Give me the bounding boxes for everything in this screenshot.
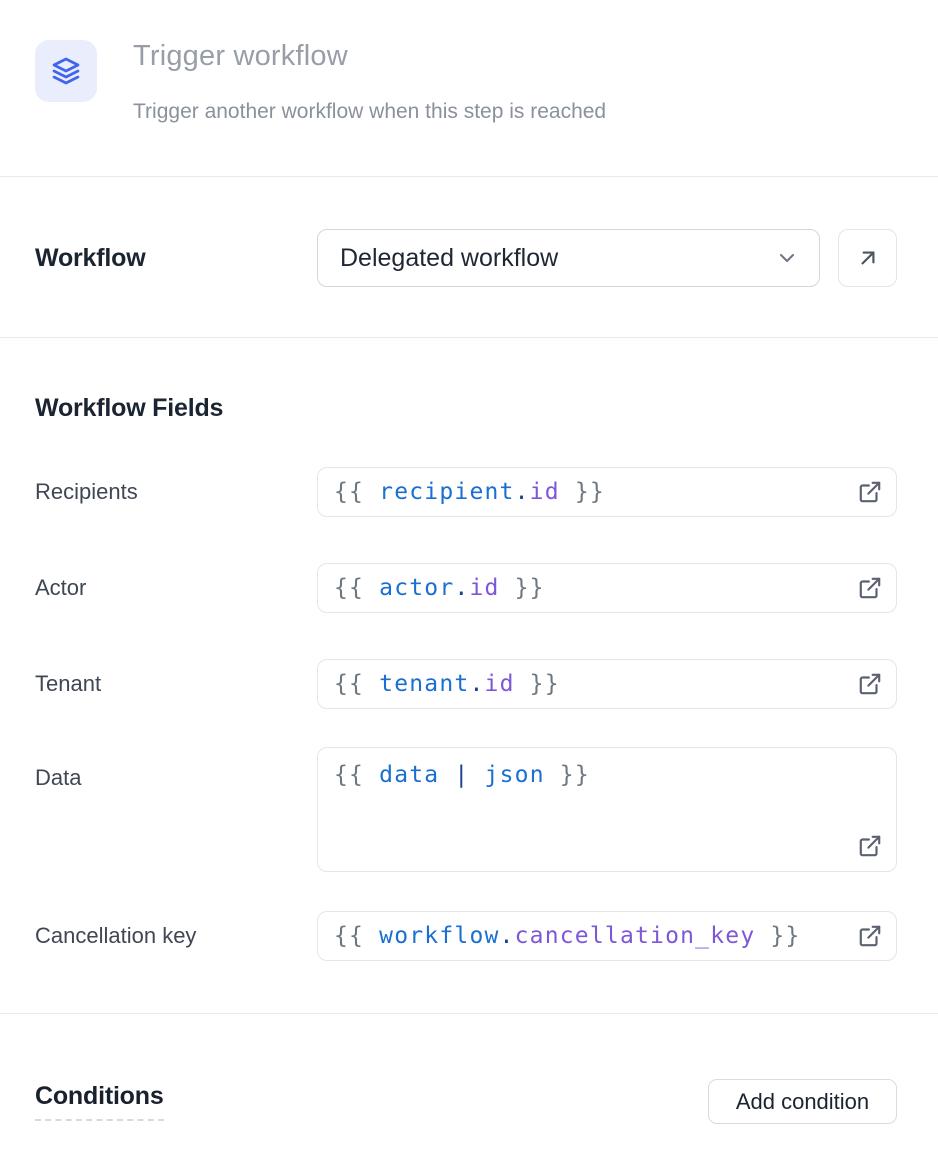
workflow-select-value: Delegated workflow	[340, 243, 559, 272]
conditions-heading: Conditions	[35, 1082, 164, 1121]
cancellation-key-field[interactable]: {{ workflow.cancellation_key }}	[317, 911, 897, 961]
add-condition-button[interactable]: Add condition	[708, 1079, 897, 1124]
workflow-select[interactable]: Delegated workflow	[317, 229, 820, 287]
field-code: {{ recipient.id }}	[334, 479, 605, 505]
external-link-icon[interactable]	[857, 833, 883, 859]
field-code: {{ data | json }}	[334, 762, 590, 788]
field-code: {{ tenant.id }}	[334, 671, 560, 697]
field-row-actor: Actor {{ actor.id }}	[0, 563, 938, 613]
field-label: Recipients	[35, 479, 138, 504]
field-code: {{ workflow.cancellation_key }}	[334, 923, 801, 949]
field-row-tenant: Tenant {{ tenant.id }}	[0, 659, 938, 709]
chevron-down-icon	[775, 246, 799, 270]
field-row-recipients: Recipients {{ recipient.id }}	[0, 467, 938, 517]
workflow-fields-heading: Workflow Fields	[35, 394, 224, 422]
actor-field[interactable]: {{ actor.id }}	[317, 563, 897, 613]
recipients-field[interactable]: {{ recipient.id }}	[317, 467, 897, 517]
divider	[0, 176, 938, 177]
divider	[0, 337, 938, 338]
external-link-icon[interactable]	[857, 479, 883, 505]
data-field[interactable]: {{ data | json }}	[317, 747, 897, 872]
field-label: Cancellation key	[35, 923, 197, 948]
field-label: Actor	[35, 575, 87, 600]
field-row-cancellation-key: Cancellation key {{ workflow.cancellatio…	[0, 911, 938, 961]
field-label: Data	[35, 765, 82, 790]
external-link-icon[interactable]	[857, 923, 883, 949]
external-link-icon[interactable]	[857, 575, 883, 601]
layers-icon	[35, 40, 97, 102]
field-code: {{ actor.id }}	[334, 575, 545, 601]
page-title: Trigger workflow	[133, 40, 348, 72]
open-workflow-button[interactable]	[838, 229, 897, 287]
external-link-icon[interactable]	[857, 671, 883, 697]
field-row-data: Data {{ data | json }}	[0, 747, 938, 872]
tenant-field[interactable]: {{ tenant.id }}	[317, 659, 897, 709]
divider	[0, 1013, 938, 1014]
workflow-label: Workflow	[35, 244, 146, 272]
page-subtitle: Trigger another workflow when this step …	[133, 100, 607, 123]
field-label: Tenant	[35, 671, 102, 696]
arrow-up-right-icon	[855, 245, 881, 271]
